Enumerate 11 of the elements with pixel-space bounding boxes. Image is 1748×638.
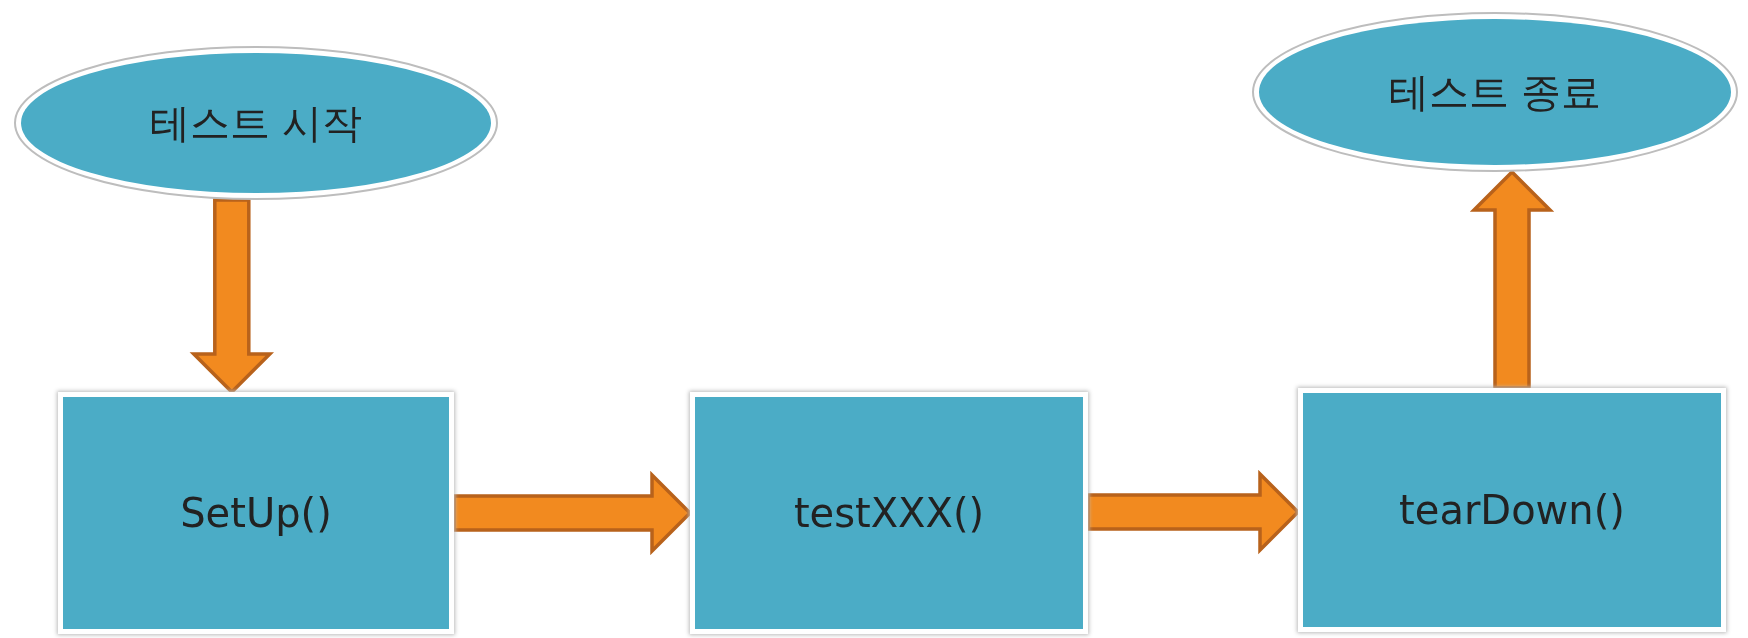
process-label: tearDown() bbox=[1399, 487, 1625, 533]
block-arrow bbox=[1086, 469, 1301, 555]
terminal-label: 테스트 종료 bbox=[1388, 67, 1602, 117]
terminal-label: 테스트 시작 bbox=[149, 98, 363, 148]
block-arrow bbox=[452, 470, 693, 556]
terminal-ellipse bbox=[1252, 12, 1738, 172]
terminal-ellipse bbox=[14, 46, 498, 200]
block-arrow bbox=[189, 198, 275, 395]
block-arrow bbox=[1469, 169, 1555, 390]
process-label: testXXX() bbox=[793, 490, 985, 536]
process-label: SetUp() bbox=[180, 490, 332, 536]
